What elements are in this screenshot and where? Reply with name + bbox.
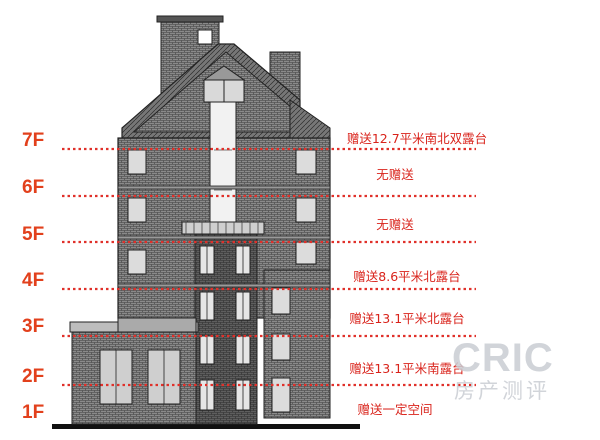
floor-label-7f: 7F bbox=[22, 130, 45, 151]
floor-label-1f: 1F bbox=[22, 402, 45, 423]
watermark-subtitle: 房产测评 bbox=[454, 379, 550, 403]
floor-label-5f: 5F bbox=[22, 224, 45, 245]
floor-note-2f: 赠送13.1平米南露台 bbox=[349, 361, 465, 376]
ground-line bbox=[52, 424, 360, 429]
floor-note-7f: 赠送12.7平米南北双露台 bbox=[346, 131, 488, 146]
floor-label-2f: 2F bbox=[22, 366, 45, 387]
floor-label-4f: 4F bbox=[22, 270, 45, 291]
floor-note-1f: 赠送一定空间 bbox=[357, 402, 433, 417]
floor-note-6f: 无赠送 bbox=[376, 167, 414, 182]
floor-note-3f: 赠送13.1平米北露台 bbox=[349, 311, 465, 326]
floor-note-5f: 无赠送 bbox=[376, 217, 414, 232]
floor-label-6f: 6F bbox=[22, 177, 45, 198]
watermark-brand: CRIC bbox=[452, 336, 554, 380]
floor-note-4f: 赠送8.6平米北露台 bbox=[353, 269, 461, 284]
floor-label-3f: 3F bbox=[22, 316, 45, 337]
cric-watermark: CRIC 房产测评 bbox=[452, 338, 582, 404]
